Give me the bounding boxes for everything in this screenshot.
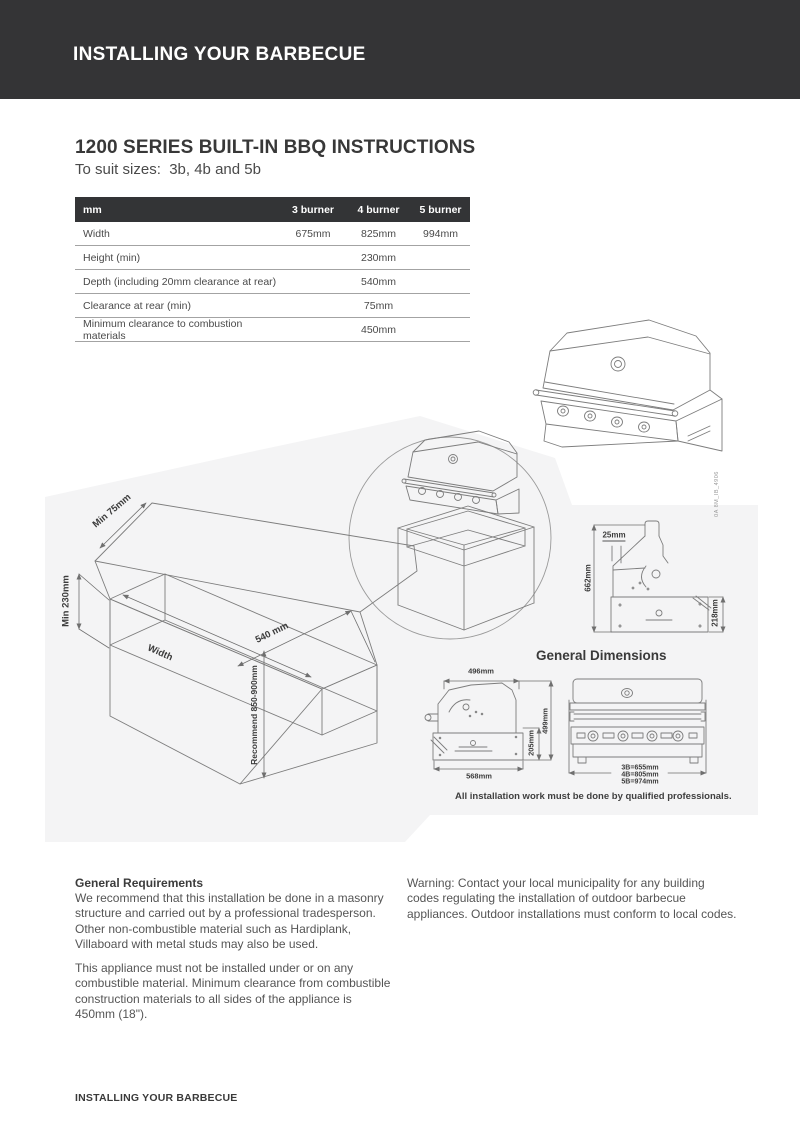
bbq-isometric-drawing [532, 319, 723, 452]
row-value: 675mm [295, 227, 331, 240]
table-row: Clearance at rear (min) 75mm [75, 294, 470, 318]
header-bar [0, 0, 800, 99]
side-view-drawing [610, 520, 712, 633]
column-header-4burner: 4 burner [357, 203, 400, 216]
drawing-part-code: 0A 8M_IB_4906 [714, 471, 720, 517]
dimension-label-recommend: Recommend 850-900mm [249, 665, 259, 765]
footer-title: INSTALLING YOUR BARBECUE [75, 1092, 238, 1104]
dimension-label-499mm: 499mm [540, 708, 550, 734]
dimension-label-205mm: 205mm [526, 730, 536, 756]
table-row: Width 675mm 825mm 994mm [75, 222, 470, 246]
spec-table-header-row: mm 3 burner 4 burner 5 burner [75, 197, 470, 222]
front-view-dimension-lines [568, 699, 707, 776]
side-view-dimension-lines [591, 524, 726, 633]
row-label: Width [83, 227, 110, 240]
scan-background [45, 416, 758, 842]
row-value: 994mm [422, 227, 458, 240]
dimension-label-496mm: 496mm [468, 666, 494, 676]
row-label: Height (min) [83, 251, 141, 264]
column-header-5burner: 5 burner [419, 203, 462, 216]
dimension-label-662mm: 662mm [583, 564, 593, 592]
dimension-label-min-230mm: Min 230mm [60, 575, 72, 627]
row-value: 230mm [360, 251, 396, 264]
header-title: INSTALLING YOUR BARBECUE [73, 44, 366, 65]
row-value: 825mm [360, 227, 396, 240]
bench-dimension-lines [76, 502, 376, 779]
width-5b: 5B=974mm [621, 778, 659, 786]
spec-table: mm 3 burner 4 burner 5 burner Width 675m… [75, 197, 470, 342]
page-subtitle: To suit sizes: 3b, 4b and 5b [75, 161, 261, 178]
row-value: 450mm [360, 323, 396, 336]
table-row: Depth (including 20mm clearance at rear)… [75, 270, 470, 294]
width-4b: 4B=805mm [621, 771, 659, 779]
installation-note: All installation work must be done by qu… [455, 791, 732, 802]
page-title: 1200 SERIES BUILT-IN BBQ INSTRUCTIONS [75, 137, 476, 158]
row-label: Minimum clearance to combustion material… [83, 317, 243, 342]
requirements-paragraph-2: This appliance must not be installed und… [75, 961, 391, 1021]
dimension-label-568mm: 568mm [466, 771, 492, 781]
front-view-drawing [569, 678, 706, 764]
row-label: Depth (including 20mm clearance at rear) [83, 275, 277, 288]
installation-inset-drawing [348, 430, 552, 640]
dimension-label-25mm: 25mm [602, 530, 626, 542]
table-row: Minimum clearance to combustion material… [75, 318, 470, 342]
warning-paragraph: Warning: Contact your local municipality… [407, 876, 737, 921]
width-3b: 3B=655mm [621, 764, 659, 772]
burner-width-labels: 3B=655mm 4B=805mm 5B=974mm [621, 765, 658, 786]
general-requirements-heading: General Requirements [75, 876, 204, 890]
row-value: 75mm [363, 299, 394, 312]
row-label: Clearance at rear (min) [83, 299, 191, 312]
profile-dimension-lines [433, 678, 554, 772]
general-dimensions-title: General Dimensions [536, 648, 667, 663]
dimension-label-218mm: 218mm [710, 599, 720, 627]
row-value: 540mm [360, 275, 396, 288]
requirements-paragraph-1: We recommend that this installation be d… [75, 891, 384, 951]
table-row: Height (min) 230mm [75, 246, 470, 270]
column-header-3burner: 3 burner [291, 203, 334, 216]
column-header-mm: mm [83, 203, 102, 216]
